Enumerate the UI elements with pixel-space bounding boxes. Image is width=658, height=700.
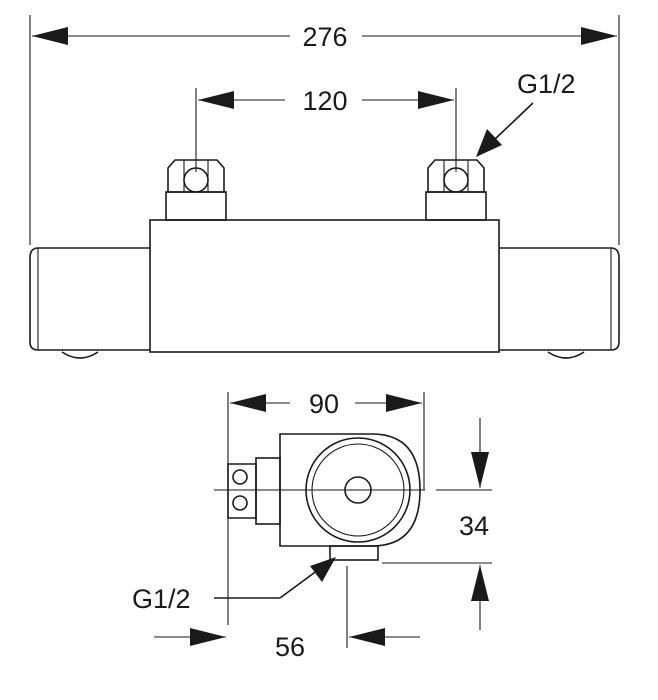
thread-label-bottom-text: G1/2 xyxy=(132,584,191,614)
side-view: 90 34 xyxy=(132,389,492,662)
dimension-outlet-offset: 56 xyxy=(154,566,420,662)
dimension-depth-label: 90 xyxy=(309,389,339,419)
dimension-inlet-spacing: 120 xyxy=(195,86,457,172)
mixer-body-side xyxy=(214,433,425,561)
thread-label-top: G1/2 xyxy=(476,69,576,157)
dimension-height-offset-label: 34 xyxy=(459,511,489,541)
dimension-depth: 90 xyxy=(227,389,425,625)
thread-label-top-text: G1/2 xyxy=(517,69,576,99)
dimension-outlet-offset-label: 56 xyxy=(275,632,305,662)
dimension-inlet-spacing-label: 120 xyxy=(302,86,347,116)
front-view: 276 120 G1/2 xyxy=(29,15,620,359)
dimension-overall-width-label: 276 xyxy=(302,22,347,52)
dimension-height-offset: 34 xyxy=(382,418,492,630)
mixer-body-front xyxy=(29,219,620,359)
thread-label-bottom: G1/2 xyxy=(132,557,336,614)
dimension-overall-width: 276 xyxy=(29,15,620,245)
